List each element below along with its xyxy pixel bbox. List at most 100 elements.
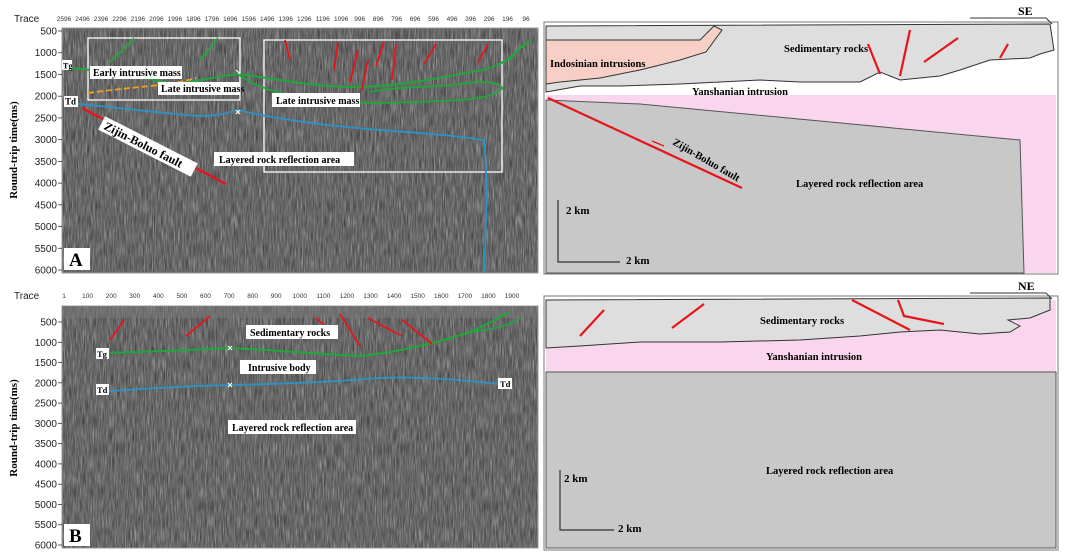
ytick-label: 1000 <box>35 338 58 349</box>
ytick-label: 1500 <box>35 358 58 369</box>
panel-b-td-marker-left: Td <box>96 384 109 395</box>
trace-label: 2396 <box>94 16 109 23</box>
panel-b-green-tail <box>469 317 521 333</box>
panel-a-fault-4 <box>423 43 489 65</box>
panel-a-letter: A <box>64 248 90 271</box>
svg-text:Intrusive body: Intrusive body <box>248 363 311 374</box>
panel-a-interpretation: SE Indosinian intrusions Sedimentary roc… <box>543 4 1059 275</box>
panel-a-scale-v: 2 km <box>566 205 590 217</box>
panel-a-scale-bar <box>557 200 620 263</box>
panel-b-trace-word: Trace <box>14 291 40 302</box>
svg-text:Tg: Tg <box>63 62 72 71</box>
ytick-label: 4500 <box>35 480 58 491</box>
ytick-label: 6000 <box>35 541 58 552</box>
trace-label: 1596 <box>242 16 257 23</box>
ytick-label: 3000 <box>35 135 58 146</box>
trace-label: 1400 <box>387 293 402 300</box>
trace-label: 2596 <box>57 16 72 23</box>
panel-a-fault-3 <box>375 41 397 81</box>
panel-b-white-markers <box>227 345 233 388</box>
panel-a-tg-marker: Tg <box>62 60 72 71</box>
panel-b-direction-indicator <box>970 292 1053 300</box>
panel-b-yticks: 5001000150020002500300035004000450050005… <box>35 318 62 552</box>
trace-label: 600 <box>200 293 211 300</box>
trace-label: 800 <box>247 293 258 300</box>
trace-label: 2296 <box>112 16 127 23</box>
panel-b-top-edge <box>62 306 538 318</box>
panel-a-box-late <box>263 39 503 173</box>
trace-label: 2196 <box>131 16 146 23</box>
ytick-label: 500 <box>40 27 57 38</box>
panel-b-ylabel: Round-trip time(ms) <box>8 379 20 477</box>
trace-label: 1300 <box>363 293 378 300</box>
ytick-label: 3500 <box>35 439 58 450</box>
panel-a-direction-label: SE <box>1018 4 1033 18</box>
panel-a-label-early: Early intrusive mass <box>90 66 182 79</box>
trace-label: 596 <box>428 16 439 23</box>
panel-a-td-horizon <box>69 102 488 273</box>
panel-a-layered-area <box>545 99 1025 274</box>
panel-b-td-marker-right: Td <box>498 378 512 389</box>
panel-a-fault-2 <box>333 41 369 91</box>
ytick-label: 1500 <box>35 70 58 81</box>
panel-a-label-layered-area: Layered rock reflection area <box>796 179 924 190</box>
trace-label: 296 <box>484 16 495 23</box>
ytick-label: 2000 <box>35 378 58 389</box>
ytick-label: 3500 <box>35 157 58 168</box>
trace-label: 1700 <box>458 293 473 300</box>
panel-b-layered-area <box>545 371 1057 549</box>
panel-b-interpretation: NE Sedimentary rocks Yanshanian intrusio… <box>543 279 1059 551</box>
ytick-label: 3000 <box>35 419 58 430</box>
panel-a-interp-faults <box>547 29 1009 189</box>
panel-b-tg-marker: Tg <box>96 348 109 359</box>
panel-a-scale-h: 2 km <box>626 255 650 267</box>
ytick-label: 4000 <box>35 459 58 470</box>
panel-b-scale-v: 2 km <box>564 473 588 485</box>
panel-b-scale-bar <box>559 470 614 531</box>
svg-text:Td: Td <box>500 379 511 389</box>
panel-b-label-intrusive: Intrusive body <box>240 360 316 374</box>
ytick-label: 6000 <box>35 266 58 277</box>
trace-label: 196 <box>502 16 513 23</box>
trace-label: 496 <box>447 16 458 23</box>
panel-a-frame <box>61 27 539 274</box>
trace-label: 1496 <box>260 16 275 23</box>
svg-text:Sedimentary rocks: Sedimentary rocks <box>250 328 330 339</box>
panel-b-scale-h: 2 km <box>618 523 642 535</box>
svg-text:Layered rock reflection area: Layered rock reflection area <box>219 155 340 166</box>
panel-b-direction-label: NE <box>1018 279 1035 293</box>
trace-label: 300 <box>129 293 140 300</box>
svg-text:Td: Td <box>97 385 108 395</box>
panel-a-dot-marker <box>235 69 241 115</box>
trace-label: 696 <box>410 16 421 23</box>
trace-label: 100 <box>82 293 93 300</box>
svg-text:Early intrusive mass: Early intrusive mass <box>93 68 181 79</box>
svg-text:Tg: Tg <box>97 349 108 359</box>
panel-b-label-layered-area: Layered rock reflection area <box>766 466 894 477</box>
panel-a-early-horizon <box>87 77 197 94</box>
trace-label: 1996 <box>168 16 183 23</box>
ytick-label: 5500 <box>35 520 58 531</box>
panel-a-td-marker: Td <box>64 96 78 107</box>
trace-label: 1000 <box>293 293 308 300</box>
panel-b-interp-faults <box>579 299 945 337</box>
trace-label: 700 <box>224 293 235 300</box>
ytick-label: 5500 <box>35 244 58 255</box>
panel-a-label-indosinian: Indosinian intrusions <box>550 59 645 70</box>
panel-a-fault-1 <box>284 39 291 61</box>
trace-label: 1096 <box>334 16 349 23</box>
ytick-label: 4500 <box>35 200 58 211</box>
svg-text:A: A <box>69 250 83 271</box>
trace-label: 1200 <box>340 293 355 300</box>
trace-label: 1796 <box>205 16 220 23</box>
trace-label: 1296 <box>297 16 312 23</box>
svg-text:Td: Td <box>65 97 76 107</box>
trace-label: 400 <box>153 293 164 300</box>
panel-a-fault-arrow <box>651 140 665 147</box>
ytick-label: 2000 <box>35 92 58 103</box>
panel-a-trace-word: Trace <box>14 14 40 25</box>
ytick-label: 5000 <box>35 500 58 511</box>
ytick-label: 4000 <box>35 179 58 190</box>
